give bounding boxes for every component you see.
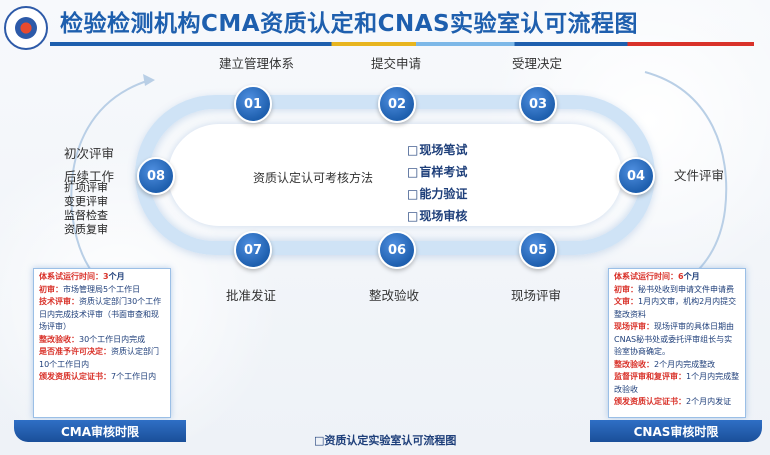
- cnas-row: 文审：1月内文审，机构2月内提交整改资料: [614, 297, 737, 319]
- followup-list: 扩项评审 变更评审 监督检查 资质复审: [64, 181, 108, 237]
- step-node-01: 01: [234, 85, 272, 123]
- method-item: 现场笔试: [407, 139, 467, 161]
- cma-row: 体系试运行时间：3个月: [39, 272, 125, 281]
- method-item: 现场审核: [407, 205, 467, 227]
- page-title: 检验检测机构CMA资质认定和CNAS实验室认可流程图: [60, 11, 639, 37]
- cnas-row: 监督评审和复评审：1个月内完成整改验收: [614, 372, 740, 394]
- title-underline: [50, 42, 754, 46]
- step-node-02: 02: [378, 85, 416, 123]
- followup-item: 监督检查: [64, 209, 108, 222]
- step-label-07: 批准发证: [226, 288, 277, 303]
- followup-item: 扩项评审: [64, 181, 108, 194]
- assessment-methods-list: 现场笔试 盲样考试 能力验证 现场审核: [407, 139, 467, 227]
- cma-row: 技术评审：资质认定部门30个工作日内完成技术评审（书面审查和现场评审）: [39, 297, 162, 331]
- method-item: 能力验证: [407, 183, 467, 205]
- cnas-row: 体系试运行时间：6个月: [614, 272, 700, 281]
- step-label-08: 初次评审: [64, 146, 115, 161]
- step-label-03: 受理决定: [512, 56, 563, 71]
- followup-item: 资质复审: [64, 223, 108, 236]
- step-node-03: 03: [519, 85, 557, 123]
- diagram-caption: 资质认定实验室认可流程图: [314, 432, 456, 448]
- step-node-05: 05: [519, 231, 557, 269]
- cnas-timeline-box: 体系试运行时间：6个月 初审：秘书处收到申请文件申请费 文审：1月内文审，机构2…: [608, 268, 746, 418]
- step-label-02: 提交申请: [371, 56, 422, 71]
- step-label-05: 现场评审: [511, 288, 562, 303]
- step-label-01: 建立管理体系: [219, 56, 295, 71]
- cma-caption: CMA审核时限: [14, 420, 186, 442]
- flow-arc-right: [644, 71, 728, 286]
- cnas-caption: CNAS审核时限: [590, 420, 762, 442]
- method-item: 盲样考试: [407, 161, 467, 183]
- step-label-04: 文件评审: [674, 168, 725, 183]
- cma-row: 整改验收：30个工作日内完成: [39, 334, 146, 344]
- cma-row: 是否准予许可决定：资质认定部门10个工作日内: [39, 347, 159, 369]
- cma-row: 初审：市场管理局5个工作日: [39, 284, 141, 294]
- cnas-row: 颁发资质认定证书：2个月内发证: [614, 397, 732, 406]
- step-label-06: 整改验收: [369, 288, 420, 303]
- organization-logo: [4, 6, 48, 50]
- step-node-06: 06: [378, 231, 416, 269]
- cnas-row: 现场评审：现场评审的具体日期由CNAS秘书处或委托评审组长与实验室协商确定。: [614, 322, 734, 356]
- cnas-row: 整改验收：2个月内完成整改: [614, 359, 716, 369]
- assessment-methods-label: 资质认定认可考核方法: [253, 171, 374, 185]
- process-loop-center: [168, 124, 622, 226]
- cma-timeline-box: 体系试运行时间：3个月 初审：市场管理局5个工作日 技术评审：资质认定部门30个…: [33, 268, 171, 418]
- cma-row: 颁发资质认定证书：7个工作日内: [39, 372, 157, 381]
- followup-item: 变更评审: [64, 195, 108, 208]
- step-node-04: 04: [617, 157, 655, 195]
- cnas-row: 初审：秘书处收到申请文件申请费: [614, 284, 734, 294]
- step-node-08: 08: [137, 157, 175, 195]
- followup-title: 后续工作: [64, 169, 115, 184]
- step-node-07: 07: [234, 231, 272, 269]
